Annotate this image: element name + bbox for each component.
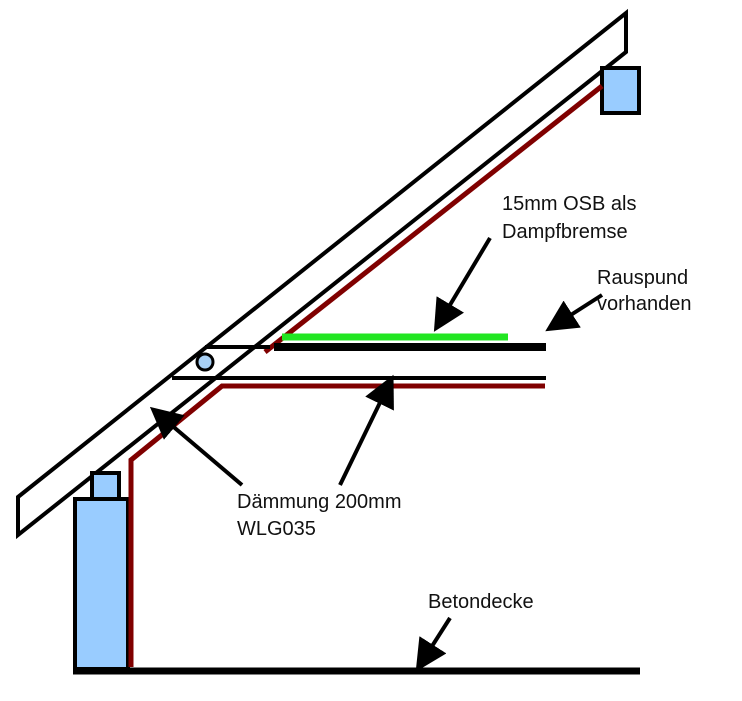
label-rauspund-line2: vorhanden (597, 293, 692, 315)
label-osb-line1: 15mm OSB als (502, 193, 636, 215)
arrow-osb (433, 236, 492, 332)
arrow-concrete (415, 616, 452, 672)
vapor-barrier-line (128, 383, 545, 667)
arrow-insulation-left (149, 406, 244, 487)
arrow-insulation-right (338, 374, 394, 486)
label-osb-line2: Dampfbremse (502, 221, 628, 243)
wall-post (73, 497, 130, 671)
ridge-purlin (600, 66, 641, 115)
rafter (16, 8, 628, 540)
vapor-barrier-upper (263, 84, 604, 354)
label-insulation-line2: WLG035 (237, 518, 316, 540)
label-rauspund-line1: Rauspund (597, 267, 688, 289)
bolt-icon (195, 352, 215, 372)
arrow-rauspund (545, 293, 604, 332)
label-insulation-line1: Dämmung 200mm (237, 491, 402, 513)
label-concrete: Betondecke (428, 591, 534, 613)
wall-plate (90, 471, 121, 501)
